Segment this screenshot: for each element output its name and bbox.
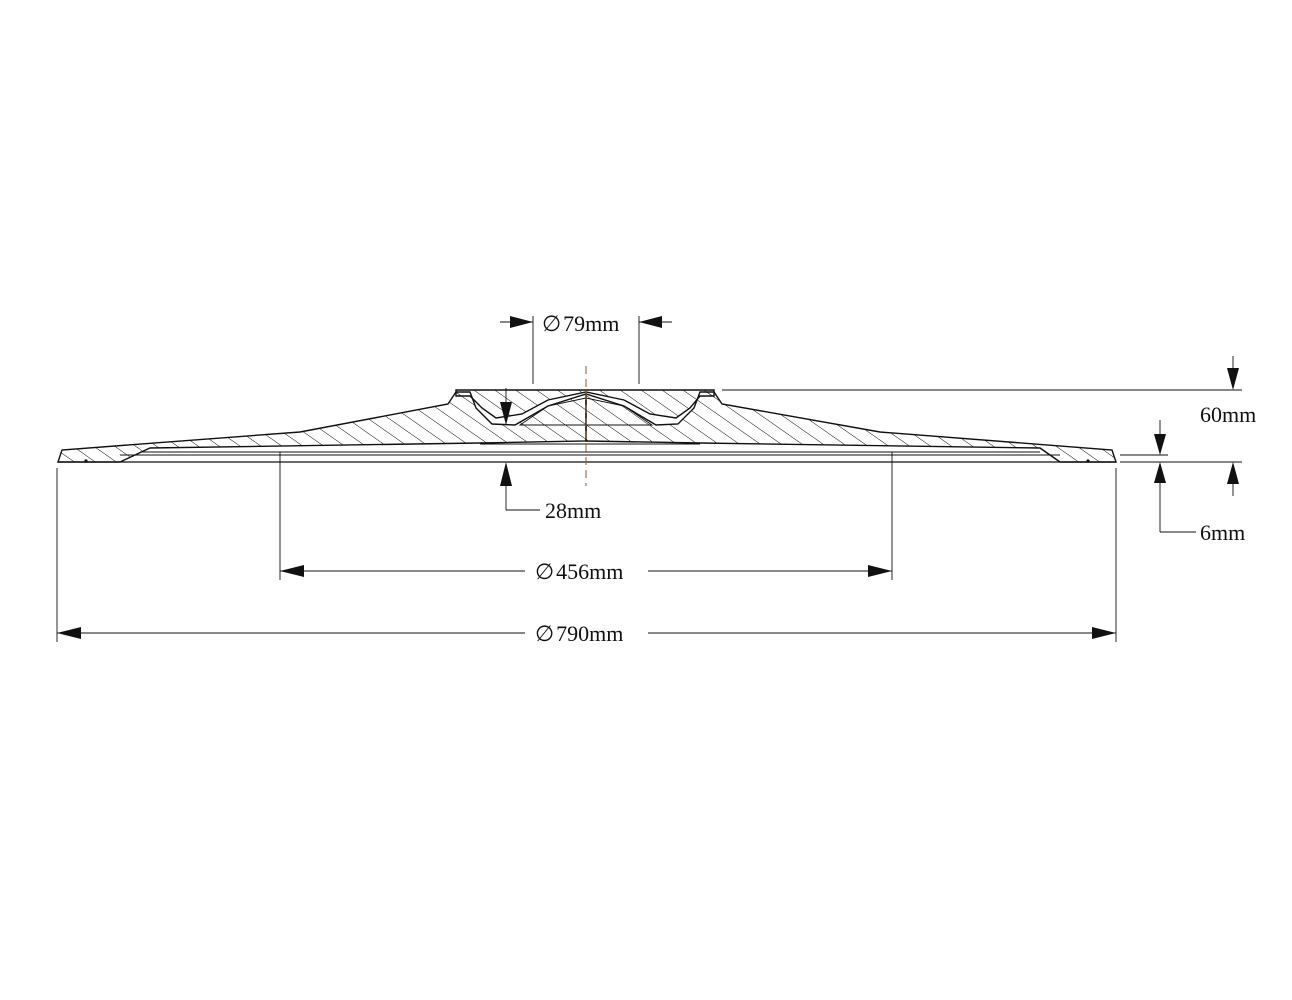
- total-height-label: 60mm: [1200, 402, 1256, 427]
- hub-depth-dimension: 28mm: [500, 388, 601, 523]
- total-height-dimension: 60mm: [722, 356, 1256, 496]
- hub-diameter-dimension: ∅79mm: [500, 311, 672, 384]
- hub-depth-label: 28mm: [545, 498, 601, 523]
- rim-thickness-dimension: 6mm: [1120, 420, 1245, 545]
- inner-diameter-label: ∅456mm: [535, 559, 623, 584]
- right-bolt-mark: [1086, 459, 1090, 463]
- left-flange-section: [57, 391, 587, 463]
- rim-thickness-label: 6mm: [1200, 520, 1245, 545]
- left-bolt-mark: [84, 459, 88, 463]
- cross-section: [57, 389, 1117, 463]
- inner-diameter-dimension: ∅456mm: [279, 452, 893, 584]
- hub-cavity: [518, 397, 654, 426]
- hub-diameter-label: ∅79mm: [542, 311, 619, 336]
- hub-top-plate: [455, 389, 715, 419]
- outer-diameter-label: ∅790mm: [535, 621, 623, 646]
- outer-diameter-dimension: ∅790mm: [56, 468, 1117, 646]
- right-flange-section: [585, 391, 1117, 463]
